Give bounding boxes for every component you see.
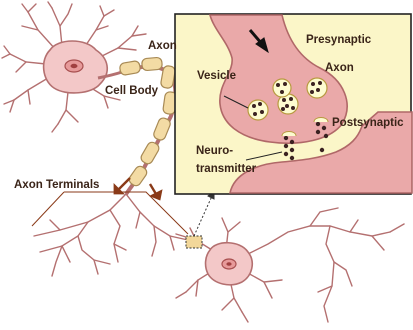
lower-nucleolus	[226, 262, 231, 266]
presynaptic-label: Presynaptic	[306, 34, 371, 47]
myelin-sheath	[119, 57, 177, 187]
axon-terminals-label: Axon Terminals	[14, 179, 99, 192]
zoom-pointer	[194, 191, 214, 236]
postsynaptic-label: Postsynaptic	[332, 117, 404, 130]
vesicle-label: Vesicle	[197, 70, 236, 83]
presynaptic-axon-label: Axon	[325, 62, 354, 75]
axon-terminals-pointer	[32, 192, 188, 234]
axon-terminal-branches	[34, 194, 188, 276]
synapse-highlight-box	[186, 236, 202, 248]
axon-label: Axon	[148, 40, 177, 53]
neurotransmitter-label-line1: Neuro-	[196, 145, 233, 158]
neurotransmitter-label-line2: transmitter	[196, 163, 256, 176]
cell-body-label: Cell Body	[105, 85, 158, 98]
upper-nucleolus	[71, 64, 78, 68]
